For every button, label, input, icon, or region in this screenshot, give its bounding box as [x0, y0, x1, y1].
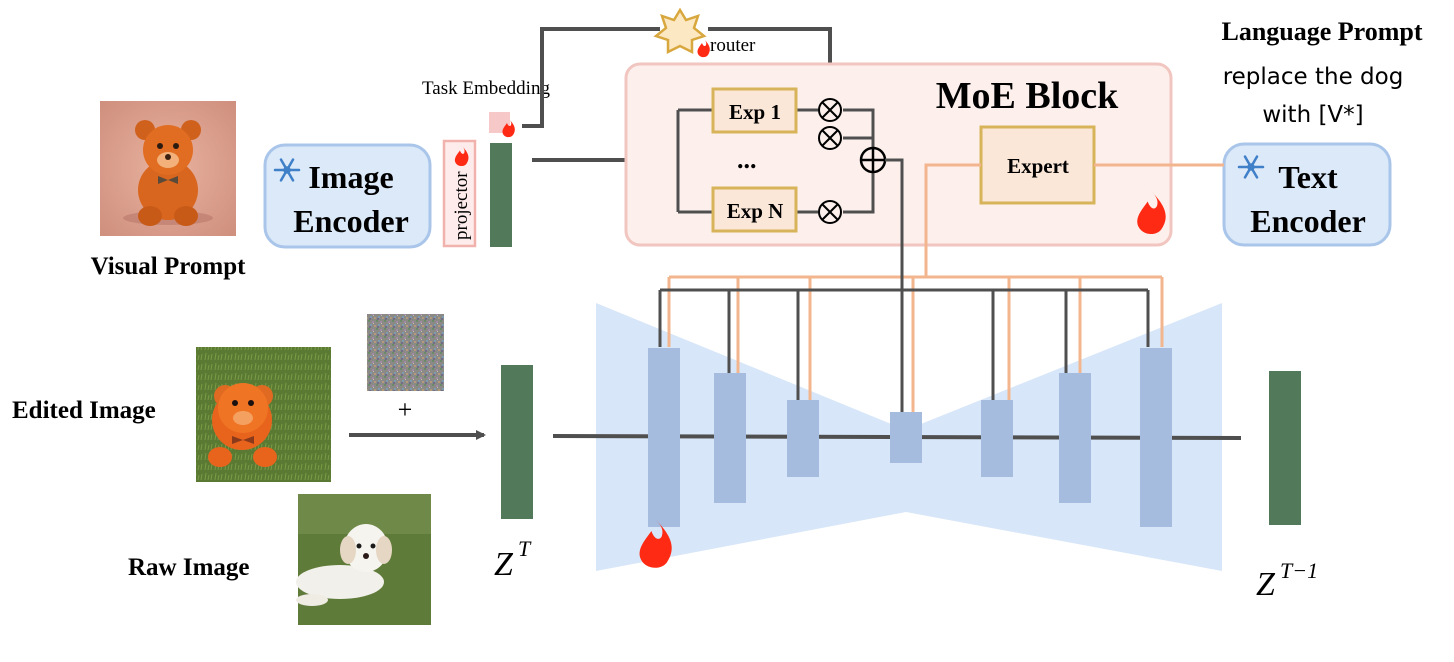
- latent-input-bar: [501, 365, 533, 519]
- unet-block: [981, 400, 1013, 477]
- raw-image-label: Raw Image: [128, 554, 250, 581]
- edited-image: [196, 347, 331, 482]
- image-encoder-line1: Image: [308, 159, 393, 195]
- snowflake-icon: [273, 158, 301, 182]
- flame-icon: [502, 118, 515, 138]
- visual-prompt-image: [100, 101, 236, 236]
- language-prompt-title: Language Prompt: [1221, 17, 1422, 46]
- expert-n-box: [711, 186, 798, 233]
- unet-block: [648, 348, 680, 527]
- noise-image: [367, 314, 444, 391]
- unet-block: [1059, 373, 1091, 503]
- flame-icon: [454, 145, 469, 167]
- latent-output-bar: [1269, 371, 1301, 525]
- latent-output-sup: T−1: [1280, 558, 1318, 583]
- flame-icon: [697, 38, 710, 58]
- router-line-in: [522, 27, 660, 128]
- text-encoder-box: [1222, 142, 1392, 247]
- image-encoder-line2: Encoder: [293, 203, 409, 239]
- projector-label: projector: [451, 171, 472, 240]
- experts-ellipsis: ...: [737, 145, 757, 174]
- flame-icon: [639, 518, 672, 568]
- text-encoder-line2: Encoder: [1250, 203, 1366, 239]
- multiply-icon: [818, 98, 842, 122]
- text-condition-lines: [667, 163, 1224, 412]
- add-icon: [859, 146, 887, 174]
- text-encoder-line1: Text: [1278, 159, 1338, 195]
- image-embedding-bar: [490, 143, 512, 247]
- flame-icon: [1137, 190, 1166, 235]
- multiply-icon: [818, 126, 842, 150]
- expert-label: Expert: [1007, 154, 1069, 178]
- noise-plus-label: +: [398, 395, 413, 424]
- unet-block: [1140, 348, 1172, 527]
- latent-output-base: Z: [1256, 566, 1276, 603]
- multiply-icon: [818, 200, 842, 224]
- latent-input-sup: T: [518, 536, 532, 561]
- moe-block-title: MoE Block: [936, 75, 1119, 117]
- image-condition-lines: [658, 158, 1150, 412]
- task-embedding-label: Task Embedding: [422, 78, 550, 99]
- visual-prompt-label: Visual Prompt: [91, 253, 247, 280]
- snowflake-icon: [1237, 155, 1265, 179]
- router-label: router: [710, 35, 756, 56]
- latent-input-base: Z: [494, 546, 514, 583]
- unet-block: [787, 400, 819, 477]
- expert-1-label: Exp 1: [729, 100, 781, 124]
- expert-1-box: [711, 87, 798, 134]
- raw-image: [296, 494, 431, 625]
- edited-image-label: Edited Image: [12, 397, 156, 424]
- image-encoder-box: [263, 143, 432, 249]
- router-star-icon: [653, 7, 707, 55]
- unet-block: [890, 412, 922, 463]
- language-prompt-line1: replace the dog: [1223, 64, 1404, 90]
- language-prompt-line2: with [V*]: [1262, 102, 1363, 128]
- expert-n-label: Exp N: [727, 199, 784, 223]
- unet-block: [714, 373, 746, 503]
